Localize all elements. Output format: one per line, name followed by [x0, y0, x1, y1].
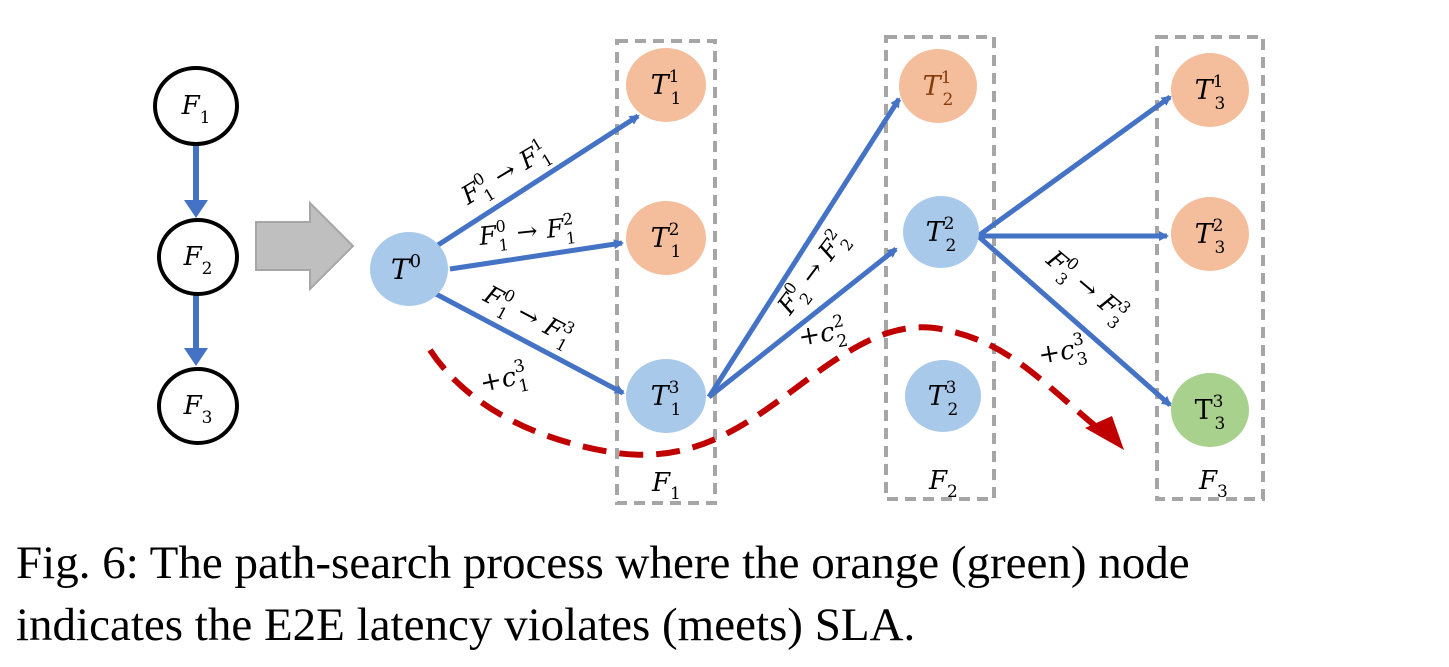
chain-arrowhead-f3 [184, 348, 208, 366]
svg-text:T23: T23 [1195, 216, 1226, 258]
svg-text:T33: T33 [1195, 392, 1226, 434]
chain-f1-base: F [181, 91, 201, 121]
figure-caption-line-2: indicates the E2E latency violates (meet… [16, 599, 916, 651]
edge-t0-t1-1 [436, 113, 640, 248]
chain-f1-sub: 1 [200, 108, 211, 128]
chain-f3-sub: 3 [202, 408, 213, 428]
svg-text:F2: F2 [928, 466, 958, 502]
node-t3-2-base: T [1195, 219, 1215, 250]
node-t3-3-sub: 3 [1215, 414, 1226, 434]
svg-text:F2: F2 [183, 242, 213, 279]
svg-text:T21: T21 [651, 220, 682, 262]
node-t1-1 [626, 48, 706, 122]
node-t3-2-sub: 3 [1215, 238, 1226, 258]
edge-t2-2-t3-1 [976, 94, 1172, 239]
figure-caption-line-1: Fig. 6: The path-search process where th… [16, 537, 1190, 589]
edge-label-f3-0-3: F03→F33 [1037, 241, 1136, 333]
edge-label-f2-0-2: F02→F22 [769, 223, 858, 324]
chain-node-f2 [157, 218, 239, 296]
stage-box-f2 [884, 35, 996, 501]
node-t2-2-sub: 2 [946, 236, 957, 256]
stage-label-f3-sub: 3 [1217, 482, 1228, 502]
chain-f2-base: F [183, 242, 203, 272]
svg-text:T11: T11 [651, 67, 682, 109]
node-t2-2 [903, 196, 979, 268]
node-t2-1-base: T [923, 71, 943, 102]
cost-label-c2-2: +c22 [795, 311, 849, 359]
edge-t2-2-t3-3 [976, 234, 1172, 407]
node-t3-1-sup: 1 [1213, 72, 1224, 92]
node-t3-3-base: T [1195, 395, 1213, 426]
svg-text:T22: T22 [926, 214, 957, 256]
selected-path-dashed [427, 324, 1102, 458]
node-t0-sup: 0 [410, 251, 421, 272]
node-t3-1 [1171, 53, 1249, 127]
node-t1-3 [626, 359, 706, 433]
node-t3-1-sub: 3 [1215, 94, 1226, 114]
node-t1-2 [626, 201, 706, 275]
svg-text:F1: F1 [651, 468, 681, 504]
node-t1-3-base: T [651, 381, 671, 412]
node-t1-1-base: T [651, 70, 671, 101]
node-t2-1 [899, 49, 977, 123]
svg-text:T31: T31 [651, 378, 682, 420]
node-t3-2 [1171, 197, 1249, 271]
node-t3-3-sup: 3 [1213, 392, 1224, 412]
search-edges [434, 94, 1172, 407]
path-search-diagram: F1 F2 F3 F1 F2 F3 [153, 35, 1265, 505]
transform-arrow-icon [255, 200, 355, 292]
node-t1-2-base: T [651, 223, 671, 254]
node-t1-3-sub: 1 [671, 400, 682, 420]
node-t2-3-sup: 3 [946, 378, 957, 398]
edge-t0-t1-2 [449, 239, 624, 272]
node-t0-base: T [391, 253, 412, 286]
svg-text:F1: F1 [181, 91, 211, 128]
node-t2-2-sup: 2 [944, 214, 955, 234]
node-t2-3-base: T [928, 381, 948, 412]
chain-node-f1 [153, 66, 239, 146]
node-t2-3 [905, 360, 981, 432]
stage-label-f1-base: F [651, 468, 671, 498]
function-chain: F1 F2 F3 [153, 66, 239, 445]
stage-box-f3 [1155, 35, 1265, 501]
stage-label-f2-sub: 2 [947, 482, 958, 502]
stage-label-f3-base: F [1198, 466, 1218, 496]
node-t1-1-sup: 1 [669, 67, 680, 87]
cost-label-c3-3: +c33 [1035, 329, 1089, 377]
svg-text:T13: T13 [1195, 72, 1226, 114]
stage-box-f1 [615, 39, 717, 505]
chain-f2-sub: 2 [202, 259, 213, 279]
node-t1-2-sub: 1 [671, 242, 682, 262]
stage-label-f1-sub: 1 [670, 484, 681, 504]
stage-label-f2-base: F [928, 466, 948, 496]
node-t2-1-sub: 2 [943, 90, 954, 110]
edge-label-f1-0-2: F01→F21 [476, 209, 577, 257]
chain-arrowhead-f2 [184, 200, 208, 218]
selected-path-arrowhead [1085, 416, 1124, 450]
node-t2-3-sub: 2 [948, 400, 959, 420]
node-t2-1-sup: 1 [941, 68, 952, 88]
chain-f3-base: F [183, 391, 203, 421]
node-t0 [370, 232, 448, 306]
edge-t1-3-t2-2 [707, 247, 898, 399]
svg-text:T12: T12 [923, 68, 954, 110]
edge-t1-3-t2-1 [706, 97, 902, 399]
svg-text:T32: T32 [928, 378, 959, 420]
cost-label-c1-3: +c31 [476, 356, 531, 405]
node-t1-2-sup: 2 [669, 220, 680, 240]
node-t3-1-base: T [1195, 75, 1215, 106]
node-t1-3-sup: 3 [669, 378, 680, 398]
svg-text:F3: F3 [1198, 466, 1228, 502]
svg-text:T0: T0 [391, 251, 421, 286]
node-t3-2-sup: 2 [1213, 216, 1224, 236]
chain-node-f3 [157, 367, 239, 445]
node-t1-1-sub: 1 [671, 89, 682, 109]
edge-t0-t1-3 [434, 291, 625, 396]
node-t2-2-base: T [926, 217, 946, 248]
svg-text:F3: F3 [183, 391, 213, 428]
stage-boxes [615, 35, 1265, 505]
node-t3-3 [1171, 373, 1249, 447]
